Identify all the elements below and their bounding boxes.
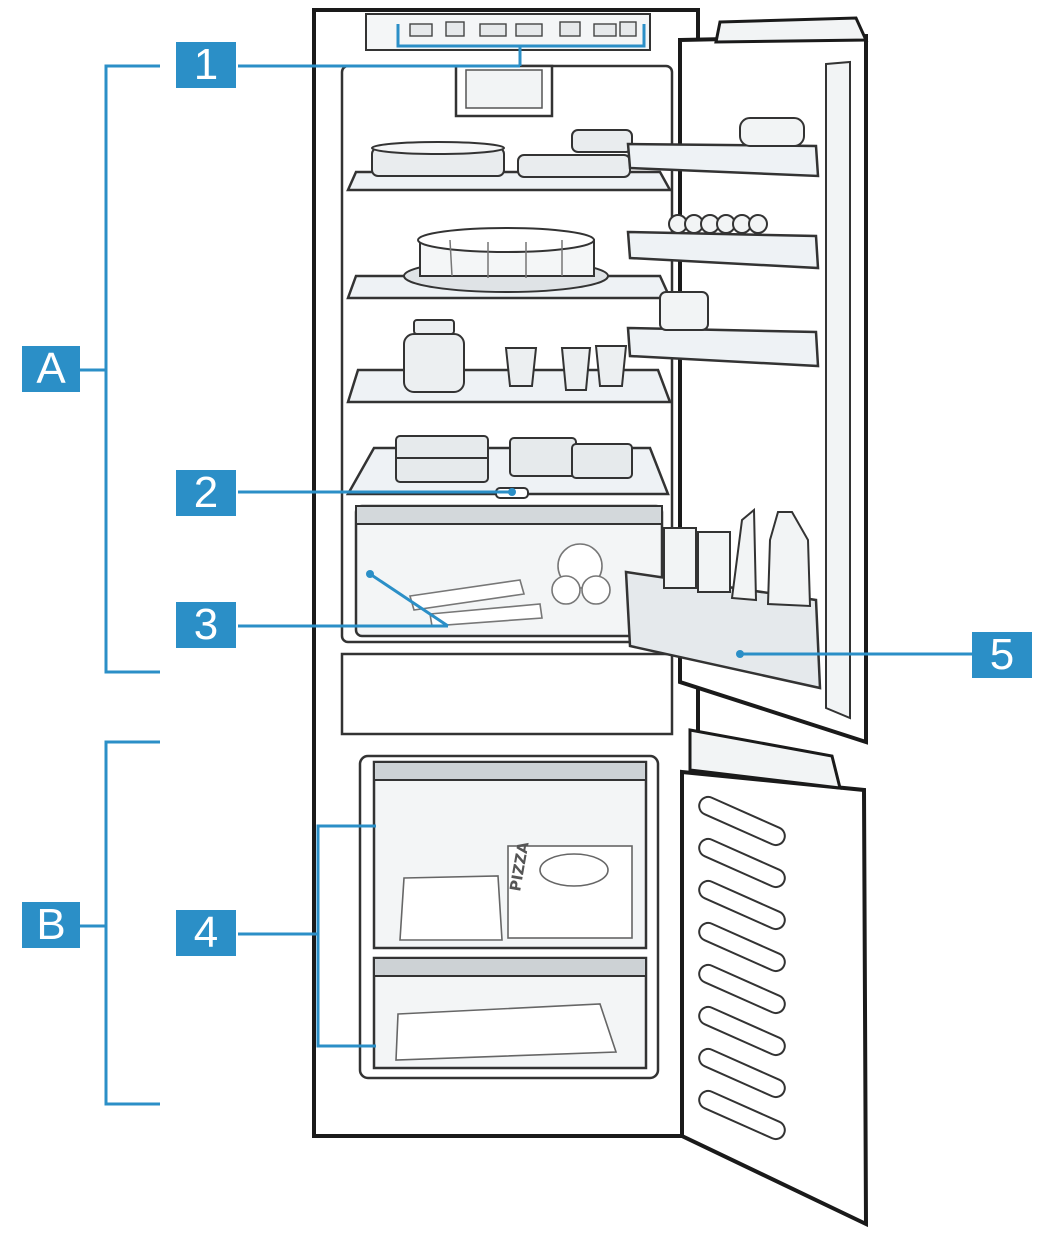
callout-2: 2 xyxy=(176,470,236,516)
bracket-b xyxy=(104,740,160,1106)
callout-4: 4 xyxy=(176,910,236,956)
leader-dots xyxy=(366,488,744,658)
callout-3: 3 xyxy=(176,602,236,648)
shelf-4-items xyxy=(395,435,633,483)
bracket-a xyxy=(104,64,160,674)
callout-b: B xyxy=(22,902,80,948)
door-items xyxy=(659,117,812,608)
cake-item xyxy=(403,227,609,293)
freezer-drawer-lower xyxy=(372,956,648,1070)
callout-5: 5 xyxy=(972,632,1032,678)
fridge-door xyxy=(624,16,869,745)
callout-1: 1 xyxy=(176,42,236,88)
freezer-door xyxy=(680,728,869,1228)
door-top-handle xyxy=(714,16,869,44)
shelf-3-items xyxy=(403,319,628,393)
freezer-drawer-upper: PIZZA xyxy=(372,760,648,950)
control-panel-buttons xyxy=(409,21,637,37)
leader-lines xyxy=(80,24,972,1106)
bracket-4 xyxy=(316,824,376,1048)
callout-a: A xyxy=(22,346,80,392)
fridge-cabinet: PIZZA xyxy=(312,8,700,1138)
crisper-drawer xyxy=(354,504,664,638)
chiller-drawer xyxy=(340,652,674,736)
freezer-door-slots xyxy=(698,795,786,1141)
